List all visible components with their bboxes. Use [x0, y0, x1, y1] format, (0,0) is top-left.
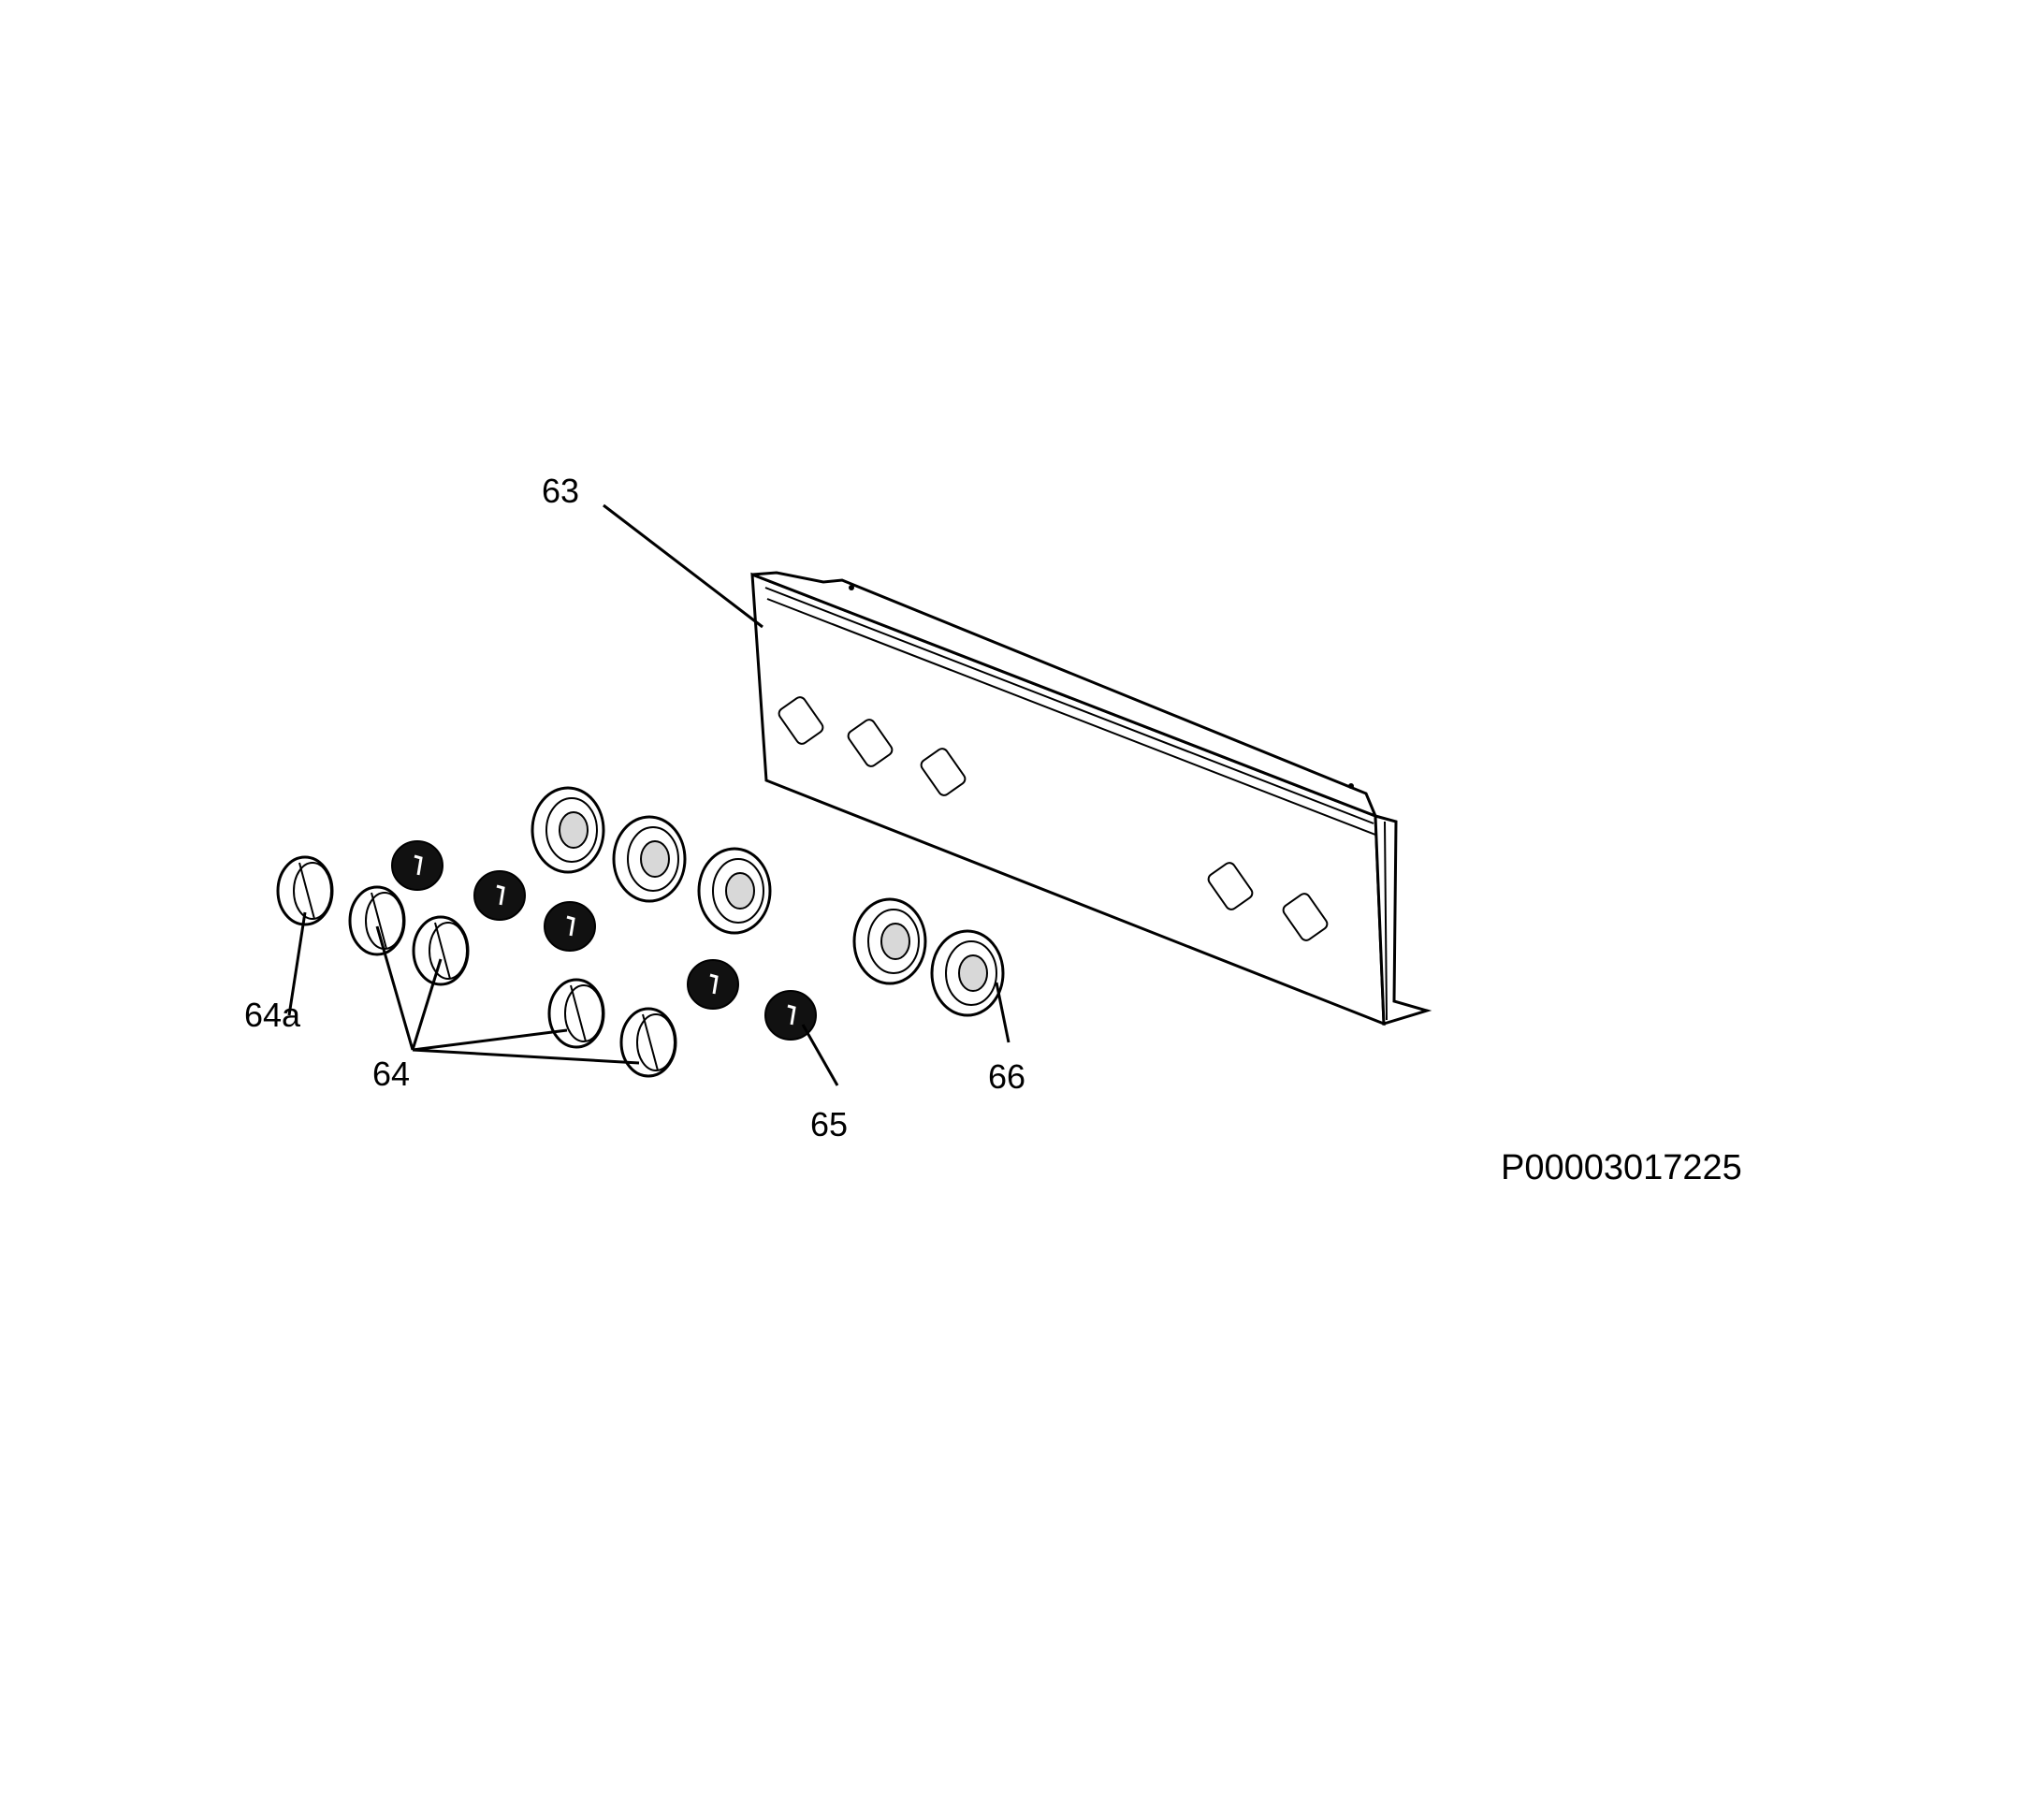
- callout-63: 63: [542, 472, 579, 510]
- leader-63: [603, 503, 763, 629]
- cap: [473, 870, 526, 921]
- control-panel: [750, 571, 1432, 1026]
- knob-64a: [276, 855, 334, 926]
- ring: [930, 929, 1005, 1017]
- panel-holes: [778, 696, 1329, 941]
- leader-65: [801, 1024, 839, 1086]
- knob: [547, 978, 605, 1049]
- ring: [612, 815, 687, 903]
- knob: [412, 915, 470, 986]
- callout-66: 66: [988, 1057, 1025, 1096]
- ring: [531, 786, 605, 874]
- callout-64a: 64a: [244, 996, 301, 1034]
- leader-64-a: [375, 925, 414, 1051]
- leader-64a: [287, 911, 307, 1016]
- cap: [687, 959, 739, 1010]
- ring: [852, 897, 927, 985]
- leader-66: [995, 982, 1010, 1043]
- leader-64-d: [412, 1048, 640, 1065]
- reference-number: P00003017225: [1501, 1148, 1742, 1187]
- leader-64-c: [412, 1028, 568, 1052]
- leader-lines: [287, 503, 1010, 1086]
- cap: [391, 840, 443, 891]
- leader-64-b: [411, 958, 443, 1051]
- knob: [619, 1007, 677, 1078]
- ring: [697, 847, 772, 935]
- knob: [348, 885, 406, 956]
- control-knobs: [276, 855, 677, 1078]
- cap: [544, 901, 596, 952]
- callout-65: 65: [810, 1105, 848, 1143]
- callout-64: 64: [372, 1055, 410, 1093]
- knob-rings: [531, 786, 1005, 1017]
